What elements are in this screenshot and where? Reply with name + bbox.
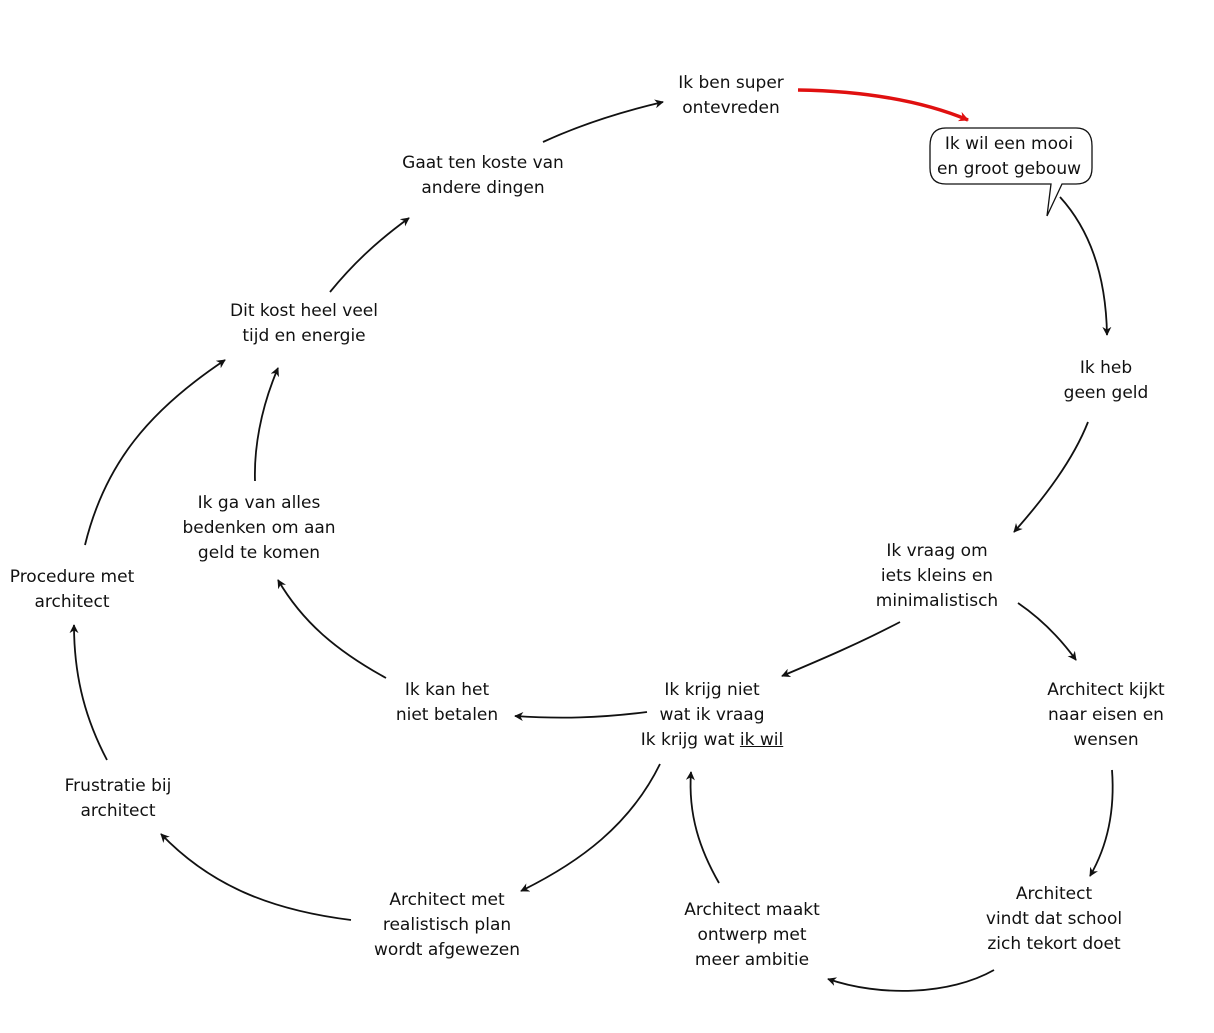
node-koste-van: Gaat ten koste van andere dingen bbox=[402, 153, 564, 198]
arrow-frustratie-to-procedure bbox=[69, 624, 108, 761]
arrow-vraag-to-krijgniet bbox=[781, 621, 901, 678]
node-tijd-energie: Dit kost heel veel tijd en energie bbox=[230, 301, 378, 346]
arrow-krijgniet-to-realistisch bbox=[520, 763, 661, 892]
node-procedure: Procedure met architect bbox=[9, 567, 135, 612]
underlined-ik-wil: ik wil bbox=[739, 730, 784, 750]
arrow-geengeld-to-vraag bbox=[1013, 421, 1089, 533]
arrow-tijd-to-kostevan bbox=[329, 217, 410, 293]
arrow-ontevreden-to-wil bbox=[797, 88, 969, 122]
arrow-bedenken-to-tijd bbox=[254, 367, 279, 482]
arrow-krijgniet-to-kannietbetalen bbox=[514, 711, 648, 722]
node-super-ontevreden: Ik ben super ontevreden bbox=[678, 73, 784, 118]
node-meer-ambitie: Architect maakt ontwerp met meer ambitie bbox=[684, 900, 820, 970]
node-realistisch-plan: Architect met realistisch plan wordt afg… bbox=[373, 890, 521, 960]
node-vraag-klein: Ik vraag om iets kleins en minimalistisc… bbox=[875, 541, 999, 611]
arrow-vraag-to-architectkijkt bbox=[1017, 602, 1077, 661]
arrow-kannietbetalen-to-bedenken bbox=[277, 579, 387, 679]
arrow-wil-to-geengeld bbox=[1059, 196, 1112, 336]
arrow-procedure-to-tijd bbox=[84, 359, 226, 546]
node-frustratie: Frustratie bij architect bbox=[64, 776, 172, 821]
node-architect-kijkt: Architect kijkt naar eisen en wensen bbox=[1047, 680, 1165, 750]
arrow-ambitie-to-krijgniet bbox=[685, 771, 720, 884]
arrow-architectkijkt-to-school bbox=[1089, 769, 1114, 877]
speech-bubble bbox=[929, 127, 1093, 217]
arrow-school-to-ambitie bbox=[827, 969, 995, 992]
node-krijg-niet: Ik krijg niet wat ik vraag Ik krijg wat … bbox=[640, 680, 784, 750]
arrow-kostevan-to-ontevreden bbox=[542, 99, 664, 143]
node-geen-geld: Ik heb geen geld bbox=[1063, 358, 1149, 403]
node-wil-mooi-gebouw: Ik wil een mooi en groot gebouw bbox=[936, 134, 1082, 179]
node-bedenken: Ik ga van alles bedenken om aan geld te … bbox=[182, 493, 336, 563]
node-school-tekort: Architect vindt dat school zich tekort d… bbox=[985, 884, 1123, 954]
arrow-realistisch-to-frustratie bbox=[160, 833, 352, 921]
node-kan-niet-betalen: Ik kan het niet betalen bbox=[395, 680, 499, 725]
